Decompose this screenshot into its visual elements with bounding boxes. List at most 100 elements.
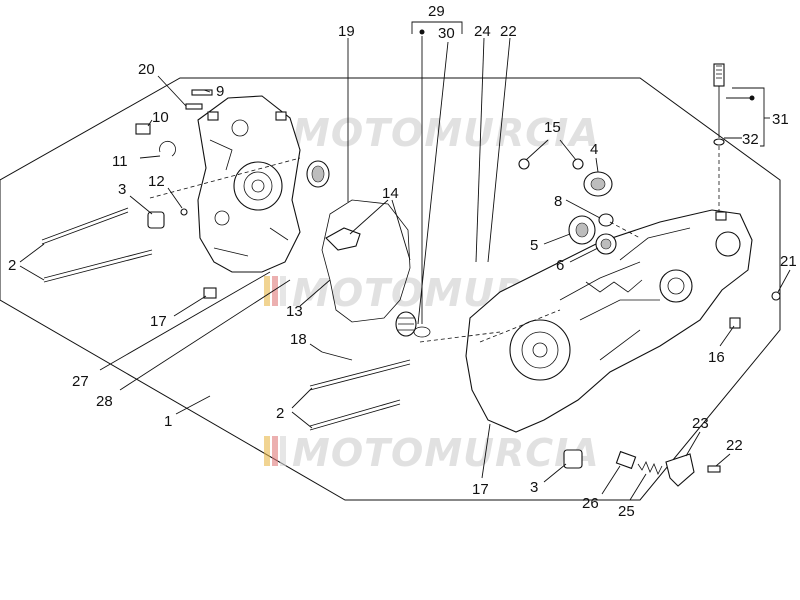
callout-11: 11 [112,153,128,170]
leader-11 [139,155,161,159]
leader-13 [299,279,331,307]
callout-28: 28 [96,393,113,410]
leader-6 [569,247,599,263]
leader-4 [595,157,599,173]
gasket [321,199,411,323]
callout-23: 23 [692,415,709,432]
circlip-11 [159,140,176,157]
cover-plate [325,227,361,251]
callout-22-bottom: 22 [726,437,743,454]
leader-8 [565,199,601,219]
callout-31: 31 [772,111,789,128]
callout-2-left: 2 [8,257,16,274]
spring-25 [637,461,663,475]
callout-21: 21 [780,253,797,270]
leader-25 [629,473,647,501]
leader-9 [203,89,211,93]
bearing-5 [568,215,596,245]
pin-18 [321,351,353,361]
callout-15: 15 [544,119,561,136]
callout-9: 9 [216,83,224,100]
ring-8 [598,213,614,227]
callout-25: 25 [618,503,635,520]
callout-30: 30 [438,25,455,42]
studs-left [41,207,153,283]
leader-10 [147,119,153,127]
bullet-31 [749,95,755,101]
callout-14: 14 [382,185,399,202]
bullet-29 [419,29,425,35]
callout-1: 1 [164,413,172,430]
studs-right [309,359,411,431]
callout-22-top: 22 [500,23,517,40]
bushing-3-left [147,211,165,229]
callout-6: 6 [556,257,564,274]
leader-26 [601,465,621,495]
callout-3-right: 3 [530,479,538,496]
callout-8: 8 [554,193,562,210]
leader-18 [309,343,323,353]
dowel-16 [729,317,741,329]
callout-17-left: 17 [150,313,167,330]
dowel-12 [180,208,188,216]
leader-20 [157,75,187,107]
leader-23 [685,431,701,457]
callout-10: 10 [152,109,169,126]
bracket-31 [732,87,765,147]
callout-12: 12 [148,173,165,190]
callout-19: 19 [338,23,355,40]
leader-3a [129,195,153,215]
left-crankcase-half [197,95,301,273]
dowel-15a [518,158,530,170]
leader-14b [391,199,411,261]
bolt-20 [185,103,203,110]
callout-3-left: 3 [118,181,126,198]
callout-20: 20 [138,61,155,78]
callout-17-right: 17 [472,481,489,498]
align-1 [149,157,301,199]
assembly-outline [0,77,781,501]
callout-16: 16 [708,349,725,366]
o-ring-29 [413,326,431,338]
leader-28 [119,279,291,391]
leader-2b [291,387,313,409]
leader-27 [99,271,271,371]
leader-2a-2 [19,265,45,281]
bushing-3-right [563,449,583,469]
leader-15a [525,139,549,161]
leader-15b [559,139,577,161]
callout-13: 13 [286,303,303,320]
bushing-10 [135,123,151,135]
leader-2a-1 [19,243,45,263]
dowel-15b [572,158,584,170]
leader-12 [167,187,183,209]
callout-5: 5 [530,237,538,254]
watermark-bottom: MOTOMURCIA [264,431,599,475]
align-2 [479,309,561,343]
leader-5 [543,233,571,245]
leader-16 [719,325,735,347]
seal-6 [595,233,617,255]
callout-32: 32 [742,131,759,148]
callout-26: 26 [582,495,599,512]
callout-27: 27 [72,373,89,390]
bearing-4 [583,171,613,197]
leader-17b [481,423,491,479]
leader-1 [175,395,211,415]
callout-2-right: 2 [276,405,284,422]
watermark-text-top: MOTOMURCIA [292,111,600,155]
dipstick [713,63,725,146]
leader-17a [173,295,207,317]
bracket-29 [411,21,463,34]
callout-4: 4 [590,141,598,158]
bracket-23 [665,453,695,487]
leader-24 [475,37,485,263]
callout-18: 18 [290,331,307,348]
leader-2b-2 [291,411,313,429]
spacer-26 [615,450,637,470]
right-crankcase-half [465,209,753,433]
align-4 [609,221,641,239]
leader-22a [487,37,511,263]
nut-21 [771,291,781,301]
